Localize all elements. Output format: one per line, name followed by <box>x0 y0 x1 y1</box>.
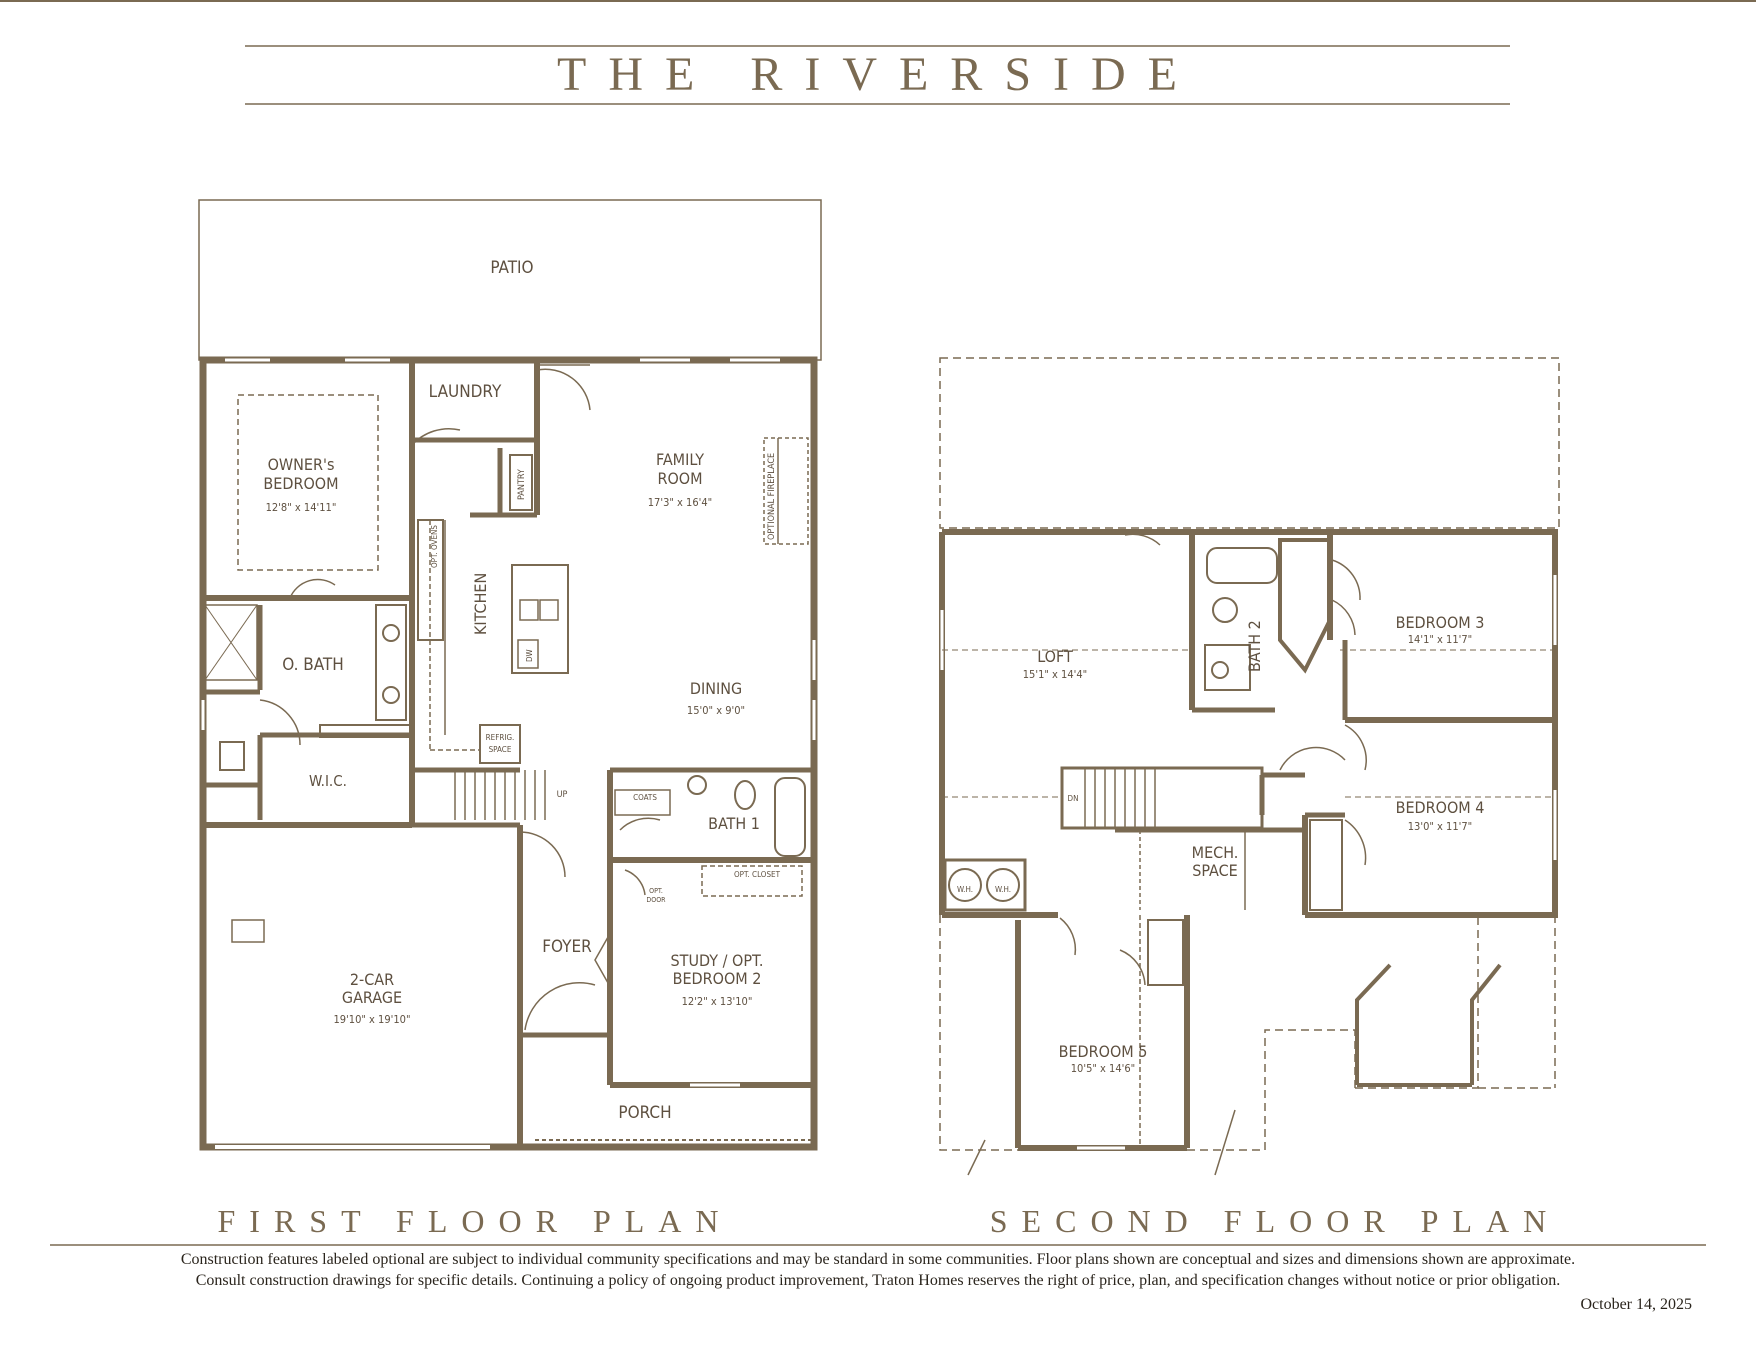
porch-label: PORCH <box>618 1103 671 1123</box>
disclaimer-line-2: Consult construction drawings for specif… <box>195 1272 1561 1289</box>
bath-2-label: BATH 2 <box>1245 620 1264 672</box>
study-size: 12'2" x 13'10" <box>682 995 753 1008</box>
bedroom-3-label: BEDROOM 3 <box>1396 613 1485 632</box>
owners-bedroom-label-2: BEDROOM <box>263 474 338 493</box>
bedroom-5-label: BEDROOM 5 <box>1059 1042 1148 1061</box>
foyer-label: FOYER <box>542 937 592 957</box>
opt-door-label-1: OPT. <box>649 887 663 895</box>
family-room-label-1: FAMILY <box>656 450 704 469</box>
owners-bath-label: O. BATH <box>282 655 344 675</box>
opt-door-label-2: DOOR <box>646 896 666 904</box>
wic-label: W.I.C. <box>309 772 347 790</box>
open-to-below-outline <box>939 357 1560 529</box>
refrig-space-label-1: REFRIG. <box>486 733 515 742</box>
pantry-label: PANTRY <box>517 469 527 500</box>
stair-down-label: DN <box>1068 794 1079 803</box>
water-heater-2-label: W.H. <box>995 885 1011 894</box>
patio-label: PATIO <box>490 258 533 278</box>
family-room-label-2: ROOM <box>657 469 702 488</box>
plan-date: October 14, 2025 <box>1580 1296 1692 1313</box>
second-floor-labels: LOFT 15'1" x 14'4" BATH 2 BEDROOM 3 14'1… <box>957 613 1484 1075</box>
bedroom-4-label: BEDROOM 4 <box>1396 798 1485 817</box>
owners-bedroom-label-1: OWNER's <box>268 455 335 474</box>
dining-label: DINING <box>690 679 742 698</box>
optional-fireplace-label: OPTIONAL FIREPLACE <box>767 453 777 540</box>
garage-label-2: GARAGE <box>342 988 402 1007</box>
plan-title: THE RIVERSIDE <box>557 48 1199 101</box>
stair-up-label: UP <box>557 790 568 800</box>
study-label-1: STUDY / OPT. <box>671 951 764 970</box>
owners-bedroom-tray <box>237 394 379 571</box>
loft-label: LOFT <box>1037 647 1073 666</box>
garage-label-1: 2-CAR <box>350 970 394 989</box>
bedroom-3-size: 14'1" x 11'7" <box>1408 633 1472 646</box>
laundry-label: LAUNDRY <box>429 382 502 402</box>
second-floor-plan <box>939 357 1560 1176</box>
second-floor-plan-title: SECOND FLOOR PLAN <box>990 1203 1560 1239</box>
bedroom-5-size: 10'5" x 14'6" <box>1071 1062 1135 1075</box>
coats-label: COATS <box>633 793 657 802</box>
disclaimer-line-1: Construction features labeled optional a… <box>180 1251 1576 1268</box>
patio-outline <box>198 199 822 361</box>
first-floor-exterior-wall <box>199 356 818 1151</box>
dining-size: 15'0" x 9'0" <box>687 704 745 717</box>
mech-space-label-2: SPACE <box>1192 861 1238 880</box>
first-floor-plan-title: FIRST FLOOR PLAN <box>217 1203 732 1239</box>
family-room-size: 17'3" x 16'4" <box>648 496 712 509</box>
kitchen-island <box>511 564 569 674</box>
opt-ovens-label: OPT. OVENS <box>430 525 439 568</box>
study-label-2: BEDROOM 2 <box>673 969 762 988</box>
garage-size: 19'10" x 19'10" <box>333 1013 410 1026</box>
dishwasher-label: DW <box>525 649 534 662</box>
mech-space-label-1: MECH. <box>1192 843 1239 862</box>
owners-bedroom-size: 12'8" x 14'11" <box>266 501 337 514</box>
opt-closet-label: OPT. CLOSET <box>734 870 781 879</box>
refrig-space-label-2: SPACE <box>489 745 512 754</box>
first-floor-labels: PATIO LAUNDRY OWNER's BEDROOM 12'8" x 14… <box>263 258 780 1123</box>
kitchen-label: KITCHEN <box>471 573 490 635</box>
water-heater-1-label: W.H. <box>957 885 973 894</box>
bath-1-label: BATH 1 <box>708 814 760 833</box>
loft-size: 15'1" x 14'4" <box>1023 668 1087 681</box>
first-floor-plan <box>198 199 822 1151</box>
bedroom-4-size: 13'0" x 11'7" <box>1408 820 1472 833</box>
